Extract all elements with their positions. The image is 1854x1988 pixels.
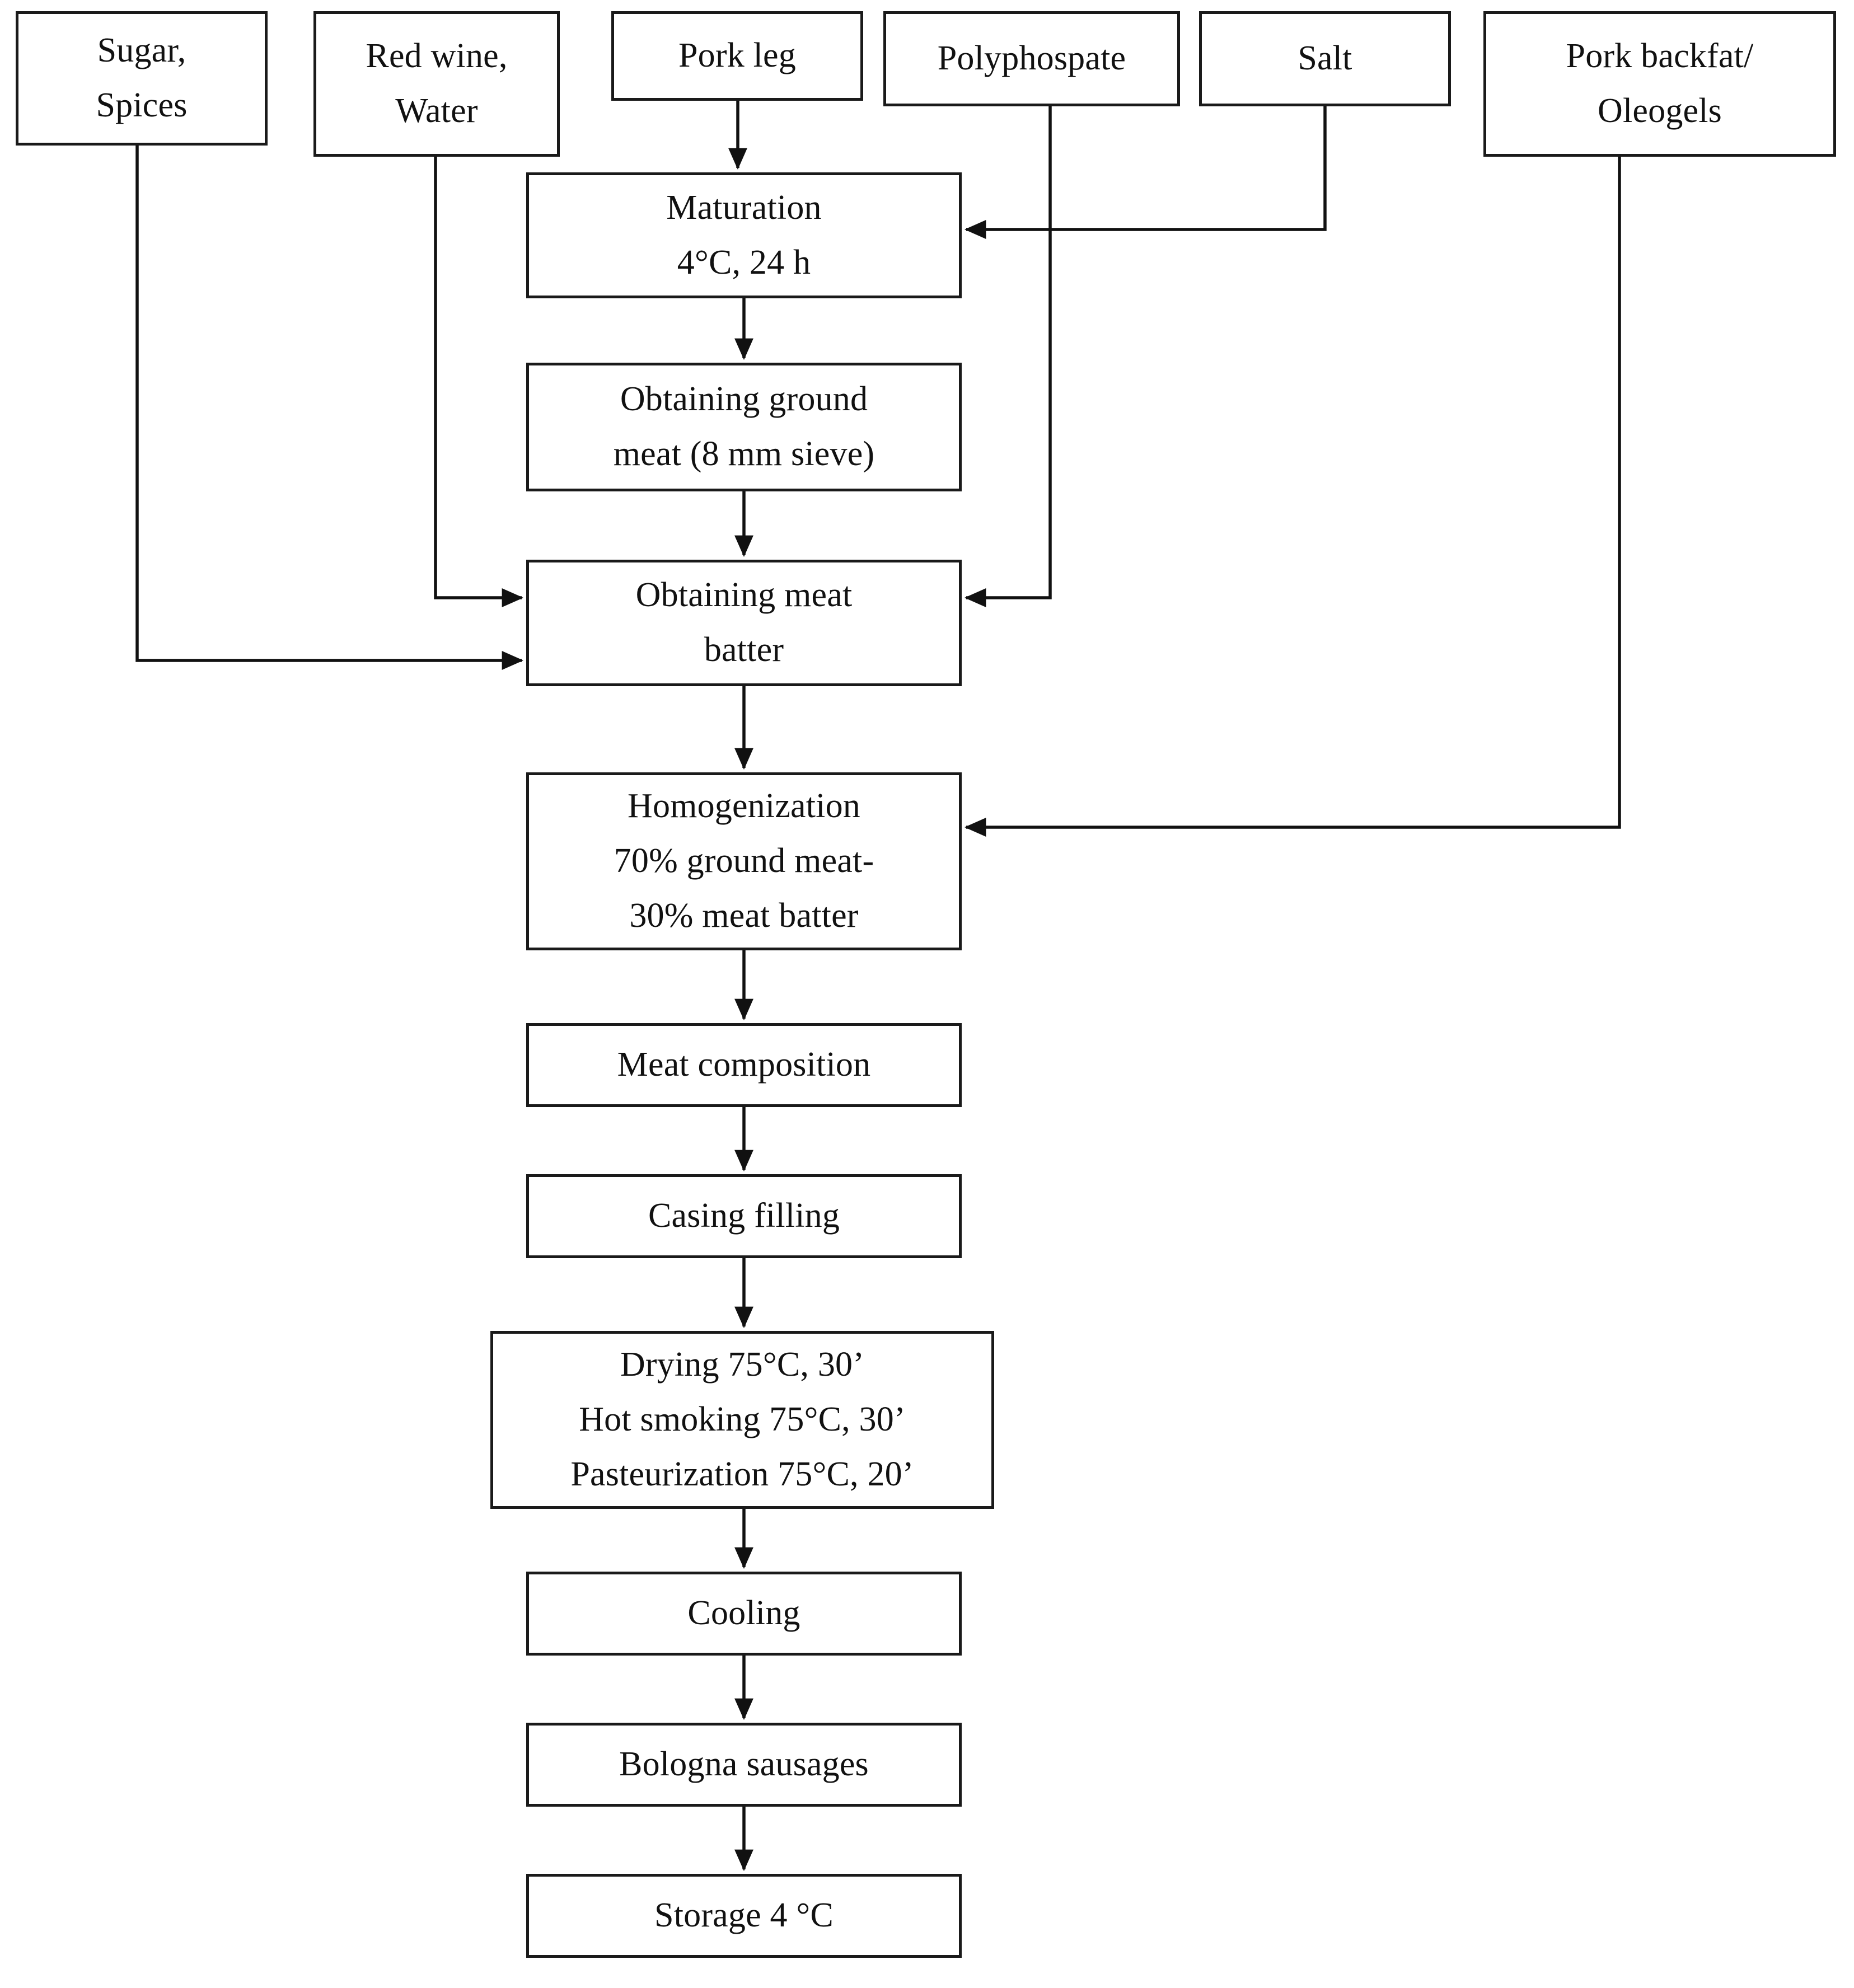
node-label-line: 4°C, 24 h <box>677 243 811 282</box>
edge-sugar-spices-to-meat-batter <box>135 146 524 670</box>
node-label-line: Homogenization <box>627 787 861 826</box>
node-label-line: Pasteurization 75°C, 20’ <box>570 1455 914 1493</box>
node-label-line: Water <box>395 92 478 130</box>
edge-red-wine-to-meat-batter <box>434 157 524 607</box>
node-label-line: Hot smoking 75°C, 30’ <box>579 1400 906 1439</box>
node-label-line: Meat composition <box>617 1045 871 1084</box>
node-cooling[interactable]: Cooling <box>526 1572 962 1656</box>
node-label-line: Obtaining meat <box>635 576 853 615</box>
node-label-line: batter <box>704 631 784 669</box>
node-pork-backfat-oleogels[interactable]: Pork backfat/Oleogels <box>1483 11 1836 157</box>
node-storage[interactable]: Storage 4 °C <box>526 1874 962 1958</box>
node-label-line: Maturation <box>666 188 822 227</box>
node-label-line: Pork backfat/ <box>1566 37 1754 76</box>
node-label-line: Bologna sausages <box>619 1745 869 1784</box>
edge-polyphospate-to-meat-batter <box>964 106 1052 607</box>
node-meat-composition[interactable]: Meat composition <box>526 1023 962 1107</box>
node-label-line: Spices <box>96 86 188 124</box>
node-obtaining-ground-meat[interactable]: Obtaining ground meat (8 mm sieve) <box>526 363 962 491</box>
node-maturation[interactable]: Maturation 4°C, 24 h <box>526 172 962 298</box>
node-label-line: Storage 4 °C <box>654 1896 834 1935</box>
node-label-line: Pork leg <box>678 36 796 75</box>
node-label-line: Casing filling <box>648 1197 840 1235</box>
node-label-line: 30% meat batter <box>629 896 859 935</box>
node-bologna-sausages[interactable]: Bologna sausages <box>526 1723 962 1807</box>
edge-pork-backfat-to-homogenization <box>964 157 1621 837</box>
node-label-line: Polyphospate <box>937 39 1126 78</box>
node-label-line: 70% ground meat- <box>614 842 874 880</box>
node-homogenization[interactable]: Homogenization 70% ground meat- 30% meat b… <box>526 772 962 950</box>
node-pork-leg[interactable]: Pork leg <box>611 11 863 101</box>
node-label-line: Oleogels <box>1598 92 1722 130</box>
node-salt[interactable]: Salt <box>1199 11 1451 106</box>
node-label-line: Drying 75°C, 30’ <box>620 1345 865 1384</box>
node-sugar-spices[interactable]: Sugar, Spices <box>16 11 268 146</box>
node-red-wine-water[interactable]: Red wine, Water <box>313 11 560 157</box>
node-label-line: Obtaining ground <box>620 380 868 419</box>
node-casing-filling[interactable]: Casing filling <box>526 1174 962 1258</box>
node-label-line: Salt <box>1298 39 1352 78</box>
node-label-line: meat (8 mm sieve) <box>613 435 875 473</box>
node-label-line: Sugar, <box>97 31 186 70</box>
node-thermal-treatment[interactable]: Drying 75°C, 30’ Hot smoking 75°C, 30’ Pas… <box>490 1331 994 1509</box>
node-polyphospate[interactable]: Polyphospate <box>883 11 1180 106</box>
node-label-line: Cooling <box>687 1594 800 1633</box>
node-obtaining-meat-batter[interactable]: Obtaining meat batter <box>526 560 962 686</box>
edge-salt-to-maturation <box>964 106 1327 239</box>
node-label-line: Red wine, <box>366 37 508 76</box>
